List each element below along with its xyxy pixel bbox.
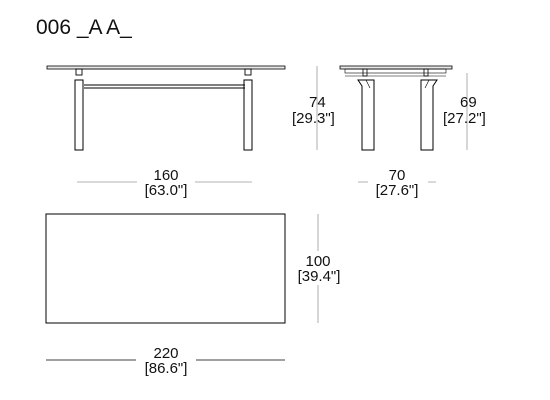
top-length-dimension: 220 [86.6"] xyxy=(46,345,285,377)
side-length-value: 160 xyxy=(153,167,178,184)
side-view-left-leg xyxy=(74,79,84,151)
top-plan-view xyxy=(45,213,286,324)
end-height-value: 69 xyxy=(460,94,477,111)
end-view-right-leg-edge xyxy=(424,79,430,89)
side-height-imperial: [29.3"] xyxy=(292,110,335,127)
side-view-right-bracket xyxy=(244,68,252,76)
top-length-value: 220 xyxy=(153,345,178,362)
top-depth-imperial: [39.4"] xyxy=(298,268,341,285)
side-length-label-bg xyxy=(137,170,195,198)
end-view-left-leg xyxy=(357,79,375,151)
top-length-imperial: [86.6"] xyxy=(145,360,188,377)
end-width-dimension: 70 [27.6"] xyxy=(358,167,436,199)
top-depth-dimension: 100 [39.4"] xyxy=(291,214,347,323)
end-view-left-bracket xyxy=(362,68,368,77)
side-length-imperial: [63.0"] xyxy=(145,182,188,199)
top-depth-label-bg xyxy=(291,251,347,285)
drawing-title: 006 _A A_ xyxy=(36,16,132,39)
end-height-imperial: [27.2"] xyxy=(443,110,486,127)
end-height-dimension: 69 [27.2"] xyxy=(443,73,486,150)
end-view-right-bracket xyxy=(423,68,429,77)
end-view-left-leg-edge xyxy=(365,79,371,89)
end-view-right-leg xyxy=(420,79,438,151)
side-view-left-bracket xyxy=(75,68,83,76)
top-depth-value: 100 xyxy=(305,253,330,270)
end-view-tabletop xyxy=(339,65,453,70)
side-height-value: 74 xyxy=(309,94,326,111)
side-view xyxy=(46,65,286,151)
end-width-label-bg xyxy=(368,170,428,198)
end-view-frame xyxy=(344,68,447,74)
top-length-label-bg xyxy=(136,347,196,377)
side-height-dimension: 74 [29.3"] xyxy=(292,66,335,150)
end-view xyxy=(339,65,453,151)
side-length-dimension: 160 [63.0"] xyxy=(77,167,252,199)
side-view-right-leg xyxy=(243,79,253,151)
end-width-imperial: [27.6"] xyxy=(376,182,419,199)
end-width-value: 70 xyxy=(389,167,406,184)
